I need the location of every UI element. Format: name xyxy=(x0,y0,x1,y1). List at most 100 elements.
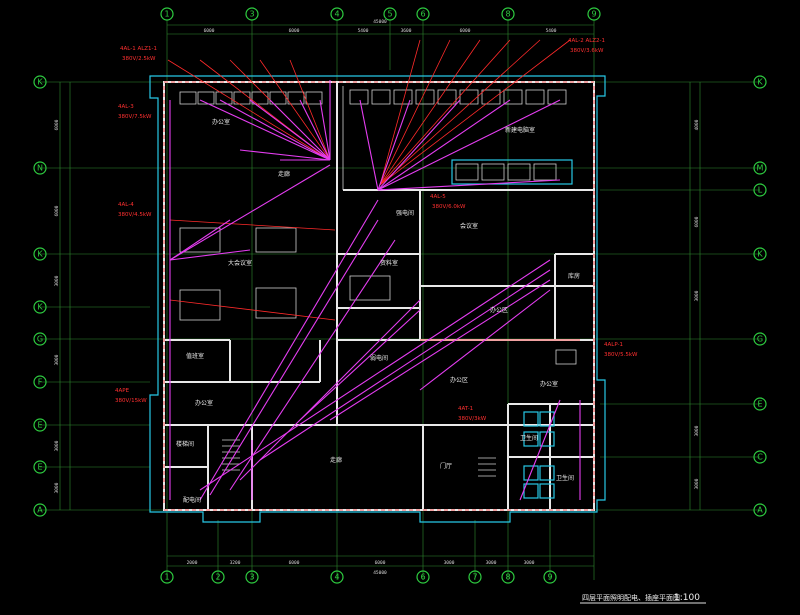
fixtures xyxy=(179,89,577,499)
dim-text: 3000 xyxy=(54,354,60,365)
dim-text: 6000 xyxy=(54,205,60,216)
room-label: 库房 xyxy=(568,272,580,280)
panel-code: 4AL-1 ALZ1-1 xyxy=(120,46,157,52)
dim-text: 5400 xyxy=(546,28,557,34)
axis-label: 4 xyxy=(334,573,339,582)
panel-spec: 380V/4.5kW xyxy=(118,212,152,218)
room-label: 弱电间 xyxy=(370,354,388,362)
axis-label: 7 xyxy=(472,573,477,582)
axis-label: A xyxy=(757,506,763,515)
room-label: 强电间 xyxy=(396,209,414,217)
room-label: 走廊 xyxy=(330,456,342,464)
dim-text: 45000 xyxy=(373,570,387,576)
room-label: 卫生间 xyxy=(520,434,538,442)
panel-spec: 380V/2.5kW xyxy=(122,56,156,62)
dim-text: 6000 xyxy=(460,28,471,34)
dim-text: 6000 xyxy=(694,216,700,227)
axis-label: 3 xyxy=(249,573,254,582)
panel-code: 4AL-5 xyxy=(430,194,446,200)
room-label: 大会议室 xyxy=(228,259,252,267)
panel-code: 4APE xyxy=(115,388,130,394)
room-label: 值班室 xyxy=(186,352,204,360)
drawing-scale: 1:100 xyxy=(674,593,700,603)
axis-label: 9 xyxy=(547,573,552,582)
dim-text: 3000 xyxy=(694,290,700,301)
axis-label: G xyxy=(757,335,763,344)
panel-annotations: 4AL-1 ALZ1-1 380V/2.5kW 4AL-2 ALZ2-1 380… xyxy=(115,38,638,422)
panel-code: 4AL-2 ALZ2-1 xyxy=(568,38,605,44)
room-label: 会议室 xyxy=(460,222,478,230)
panel-spec: 380V/3.6kW xyxy=(570,48,604,54)
axis-label: E xyxy=(757,400,762,409)
dim-text: 3000 xyxy=(486,560,497,566)
room-label: 楼梯间 xyxy=(176,440,194,448)
room-label: 办公室 xyxy=(195,399,213,407)
panel-spec: 380V/5.5kW xyxy=(604,352,638,358)
panel-code: 4AT-1 xyxy=(458,406,473,412)
axis-label: E xyxy=(37,463,42,472)
bottom-axis-bubbles: 1 2 3 4 6 7 8 9 xyxy=(160,570,557,584)
dim-text: 6000 xyxy=(289,560,300,566)
room-labels: 办公室 走廊 新建电脑室 强电间 会议室 大会议室 资料室 库房 办公区 值班室… xyxy=(176,118,580,504)
building-walls xyxy=(149,75,606,523)
dim-text: 3000 xyxy=(54,275,60,286)
dim-text: 5400 xyxy=(358,28,369,34)
room-label: 资料室 xyxy=(380,259,398,267)
room-label: 办公区 xyxy=(490,306,508,314)
axis-label: G xyxy=(37,335,43,344)
room-label: 办公室 xyxy=(212,118,230,126)
room-label: 办公区 xyxy=(450,376,468,384)
dim-text: 3000 xyxy=(524,560,535,566)
panel-code: 4AL-3 xyxy=(118,104,134,110)
axis-label: K xyxy=(37,78,43,87)
axis-label: 5 xyxy=(387,10,392,19)
axis-label: 4 xyxy=(334,10,339,19)
dim-text: 6000 xyxy=(54,119,60,130)
axis-label: 1 xyxy=(164,10,169,19)
axis-label: K xyxy=(37,250,43,259)
axis-label: 8 xyxy=(505,10,510,19)
dim-text: 3600 xyxy=(401,28,412,34)
axis-label: C xyxy=(757,453,763,462)
axis-label: 2 xyxy=(215,573,220,582)
title-block: 四层平面照明配电、插座平面图 1:100 xyxy=(580,593,706,604)
dim-text: 3000 xyxy=(54,482,60,493)
right-axis-bubbles: K M L K G E C A xyxy=(753,75,767,517)
panel-spec: 380V/6.0kW xyxy=(432,204,466,210)
room-label: 走廊 xyxy=(278,170,290,178)
dim-text: 2000 xyxy=(187,560,198,566)
room-label: 卫生间 xyxy=(556,474,574,482)
room-label: 门厅 xyxy=(440,462,452,470)
left-axis-bubbles: K N K K G F E E A xyxy=(33,75,47,517)
drawing-title: 四层平面照明配电、插座平面图 xyxy=(582,593,680,602)
axis-label: M xyxy=(757,164,764,173)
panel-code: 4AL-4 xyxy=(118,202,134,208)
dim-text: 6000 xyxy=(289,28,300,34)
red-wall-segments xyxy=(163,81,595,511)
axis-label: K xyxy=(757,250,763,259)
dim-text: 6000 xyxy=(375,560,386,566)
dim-text: 3000 xyxy=(54,440,60,451)
panel-spec: 380V/7.5kW xyxy=(118,114,152,120)
axis-label: E xyxy=(37,421,42,430)
room-label: 配电间 xyxy=(183,496,201,504)
dim-text: 3000 xyxy=(694,425,700,436)
room-label: 新建电脑室 xyxy=(505,126,535,134)
axis-label: 8 xyxy=(505,573,510,582)
dim-text: 3000 xyxy=(444,560,455,566)
axis-label: 9 xyxy=(591,10,596,19)
dim-text: 3000 xyxy=(694,478,700,489)
panel-spec: 380V/15kW xyxy=(115,398,147,404)
dim-text: 6000 xyxy=(204,28,215,34)
dimension-labels: 45000 6000 6000 5400 3600 6000 5400 2000… xyxy=(54,19,700,576)
axis-label: 1 xyxy=(164,573,169,582)
axis-label: L xyxy=(758,186,763,195)
axis-label: A xyxy=(37,506,43,515)
wiring-magenta xyxy=(169,80,581,501)
axis-label: F xyxy=(38,378,43,387)
axis-label: 3 xyxy=(249,10,254,19)
room-label: 办公室 xyxy=(540,380,558,388)
panel-spec: 380V/3kW xyxy=(458,416,487,422)
axis-label: K xyxy=(37,303,43,312)
axis-label: 6 xyxy=(420,10,425,19)
